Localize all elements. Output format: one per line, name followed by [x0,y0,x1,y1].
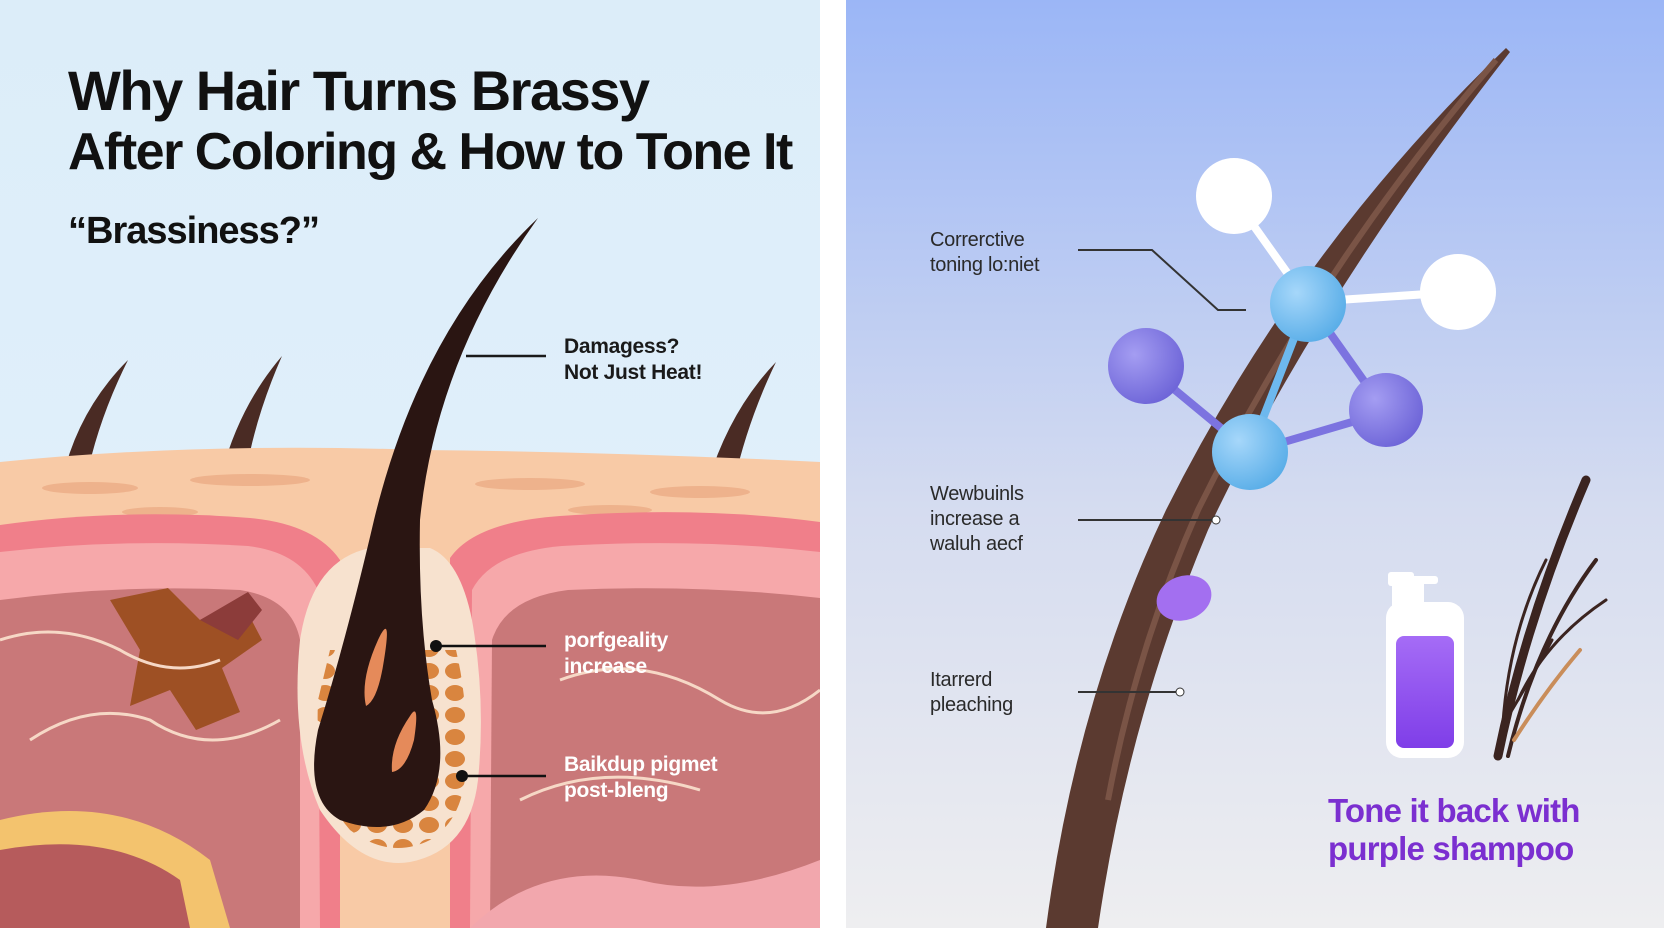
callout-damage: Damagess? Not Just Heat! [564,335,703,384]
subtitle: “Brassiness?” [68,210,320,252]
purple-shampoo-tagline: Tone it back with purple shampoo [1328,792,1580,867]
hair-strand [1046,48,1510,928]
fat-layer-shadow [0,844,190,928]
page-title-line1: Why Hair Turns Brassy [68,59,650,122]
atom-white [1420,254,1496,330]
pigment-crack-dark [200,592,262,640]
atom-blue [1212,414,1288,490]
purple-shampoo-bottle [1386,572,1464,758]
leader-dot [430,640,442,652]
scalp-cross-section-illustration [0,0,820,928]
callout-porosity: porfgeality increase [564,629,669,678]
lower-tissue [470,860,820,928]
label-corrective-toning: Correrctive toning lo:niet [930,229,1040,276]
skin-texture [42,474,750,517]
pigment-granule [364,628,387,706]
toning-molecule-illustration [846,0,1664,928]
right-panel: Correrctive toning lo:niet Wewbuinls inc… [846,0,1664,928]
leader-dot [456,770,468,782]
pigment-granule [391,711,417,772]
pigment-molecule [1156,575,1212,621]
callout-pigment: Baikdup pigmet post-bleng [564,753,718,802]
atom-violet [1108,328,1184,404]
atom-violet [1349,373,1423,447]
tissue-fibers [0,630,820,802]
frayed-hair-tuft [1493,475,1608,761]
small-hair [62,360,128,480]
subcutis-right [490,588,820,928]
atom-white [1196,158,1272,234]
leader-line [1078,249,1246,311]
small-hair [222,356,282,472]
label-increase: Wewbuinls increase a waluh aecf [930,483,1024,555]
small-hair [708,362,776,482]
atom-blue [1270,266,1346,342]
leader-dot [1211,515,1221,525]
page-title-line2: After Coloring & How to Tone It [68,123,793,181]
leader-dot [1175,687,1185,697]
left-panel: Why Hair Turns Brassy After Coloring & H… [0,0,820,928]
label-bleaching: Itarrerd pleaching [930,669,1013,716]
